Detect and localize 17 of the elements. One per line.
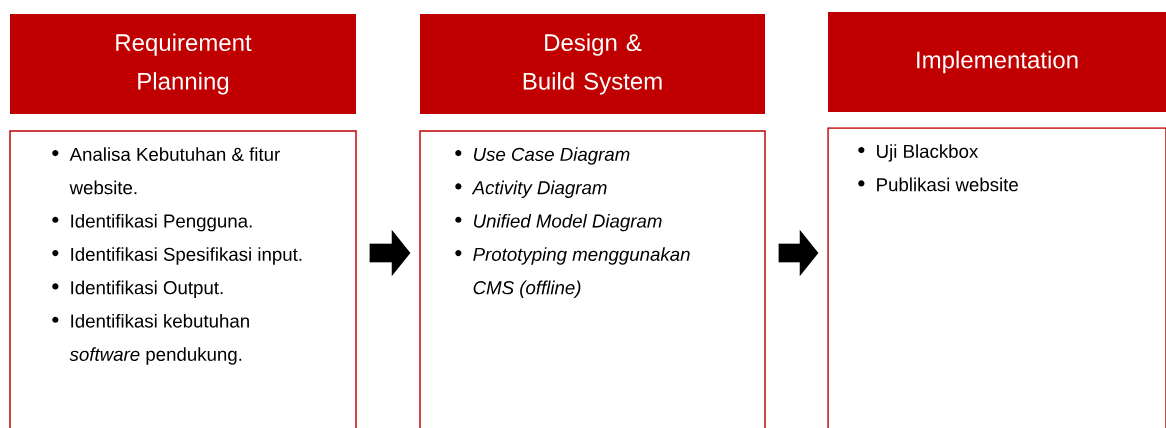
bullet-item: Identifikasi Pengguna. <box>52 213 252 232</box>
content-box <box>419 130 766 428</box>
bullet-item: Prototyping menggunakan CMS (offline) <box>455 247 690 298</box>
content-box <box>9 130 357 428</box>
bullet-item: Uji Blackbox <box>858 144 979 162</box>
bullet-item: Analisa Kebutuhan & fitur website. <box>52 147 280 195</box>
bullet-item: Identifikasi kebutuhan software pendukung. <box>52 313 249 365</box>
header-box: Implementation <box>828 12 1166 112</box>
bullet-item: Identifikasi Spesifikasi input. <box>52 247 302 265</box>
bullet-item: Publikasi website <box>858 177 1018 192</box>
bullet-item: Activity Diagram <box>455 180 607 198</box>
header-box: Requirement Planning <box>10 14 356 114</box>
content-box <box>827 127 1166 428</box>
header-box: Design & Build System <box>420 14 765 114</box>
bullet-item: Unified Model Diagram <box>455 213 662 232</box>
bullet-item: Identifikasi Output. <box>52 280 223 298</box>
bullet-item: Use Case Diagram <box>455 147 630 165</box>
